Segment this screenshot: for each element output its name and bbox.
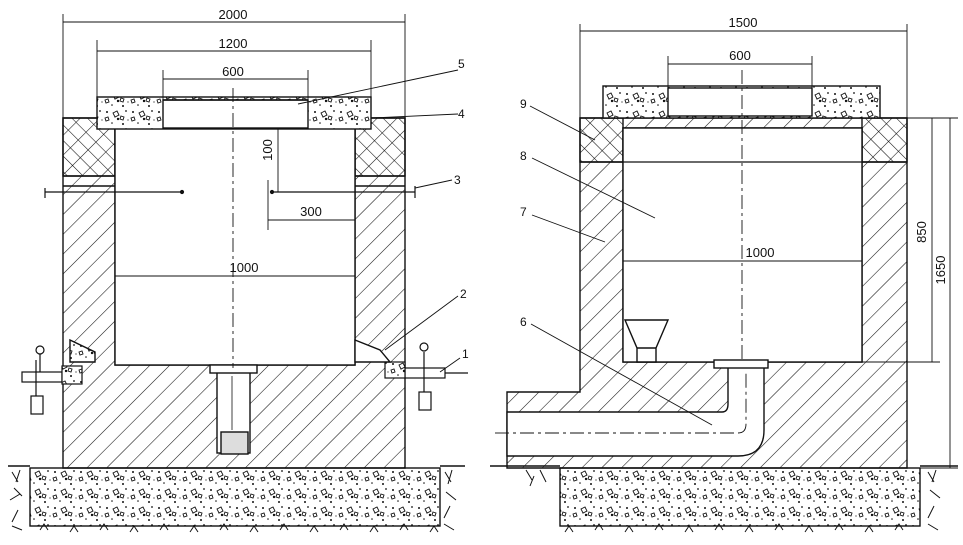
callout-2: 2 (460, 287, 467, 301)
left-view (8, 88, 468, 533)
dim-width-2000: 2000 (219, 7, 248, 22)
dim-opening-600-right: 600 (729, 48, 751, 63)
dim-offset-300: 300 (300, 204, 322, 219)
dim-width-1200: 1200 (219, 36, 248, 51)
right-dimension-lines (579, 24, 958, 469)
left-callout-leaders (297, 69, 461, 373)
left-foundation-slab (29, 467, 441, 527)
callout-8: 8 (520, 149, 527, 163)
left-dimension-texts: 2000 1200 600 100 300 1000 (219, 7, 322, 275)
right-outlet-pipe (506, 365, 765, 457)
left-dimension-lines (62, 14, 406, 277)
right-callout-leaders (529, 105, 713, 426)
right-manhole-opening (667, 87, 813, 117)
left-benching (354, 338, 392, 363)
dim-width-1500: 1500 (729, 15, 758, 30)
right-foundation-slab (559, 467, 921, 527)
left-valve-right (384, 342, 468, 411)
right-dimension-texts: 1500 600 1000 850 1650 (729, 15, 948, 284)
right-callout-numbers: 9 8 7 6 (520, 97, 527, 329)
dim-height-1650: 1650 (933, 256, 948, 285)
left-chamber (114, 127, 356, 366)
left-callout-numbers: 5 4 3 2 1 (454, 57, 469, 361)
callout-6: 6 (520, 315, 527, 329)
dim-inner-1000-right: 1000 (746, 245, 775, 260)
callout-9: 9 (520, 97, 527, 111)
right-coping-left (579, 117, 624, 163)
dim-inner-1000: 1000 (230, 260, 259, 275)
callout-5: 5 (458, 57, 465, 71)
dim-opening-600: 600 (222, 64, 244, 79)
callout-1: 1 (462, 347, 469, 361)
callout-7: 7 (520, 205, 527, 219)
right-view (490, 70, 958, 533)
left-manhole-opening (162, 99, 309, 129)
left-soil-marks (9, 469, 457, 533)
dim-height-850: 850 (914, 221, 929, 243)
dim-depth-100: 100 (260, 139, 275, 161)
right-soil-marks (525, 469, 941, 533)
right-coping-right (861, 117, 908, 163)
callout-3: 3 (454, 173, 461, 187)
callout-4: 4 (458, 107, 465, 121)
left-valve-left (21, 345, 83, 415)
